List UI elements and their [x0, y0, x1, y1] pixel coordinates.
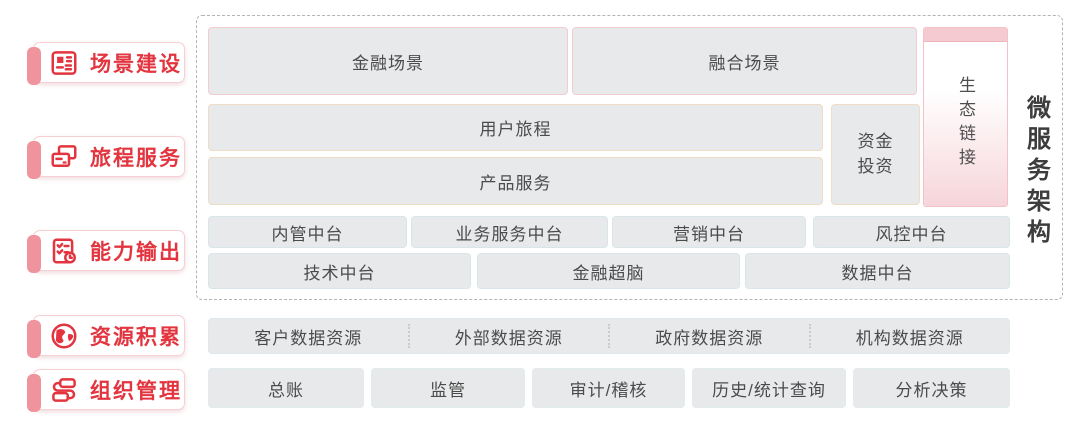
- box-history-statistics-query: 历史/统计查询: [692, 368, 846, 408]
- sidebar-item-label: 旅程服务: [90, 146, 182, 170]
- box-risk-control-platform: 风控中台: [813, 216, 1010, 248]
- globe-icon: [49, 321, 79, 351]
- cards-icon: [49, 142, 79, 172]
- eco-link-header-strip: [924, 28, 1007, 42]
- fund-investment-label: 资金投资: [857, 131, 894, 176]
- box-financial-scene: 金融场景: [208, 27, 568, 95]
- box-audit: 审计/稽核: [532, 368, 685, 408]
- box-fund-investment: 资金投资: [831, 104, 920, 205]
- segment-external-data: 外部数据资源: [454, 328, 563, 348]
- dotted-divider: [608, 324, 610, 348]
- sidebar-item-capability-output: 能力输出: [27, 230, 185, 273]
- box-internal-mgmt-platform: 内管中台: [208, 216, 407, 248]
- box-technology-platform: 技术中台: [208, 253, 471, 289]
- sidebar-item-label: 能力输出: [90, 240, 182, 264]
- box-financial-superbrain: 金融超脑: [477, 253, 740, 289]
- box-regulation: 监管: [371, 368, 525, 408]
- box-analysis-decision: 分析决策: [853, 368, 1010, 408]
- dashboard-grid-icon: [49, 48, 79, 78]
- sidebar-item-label: 资源积累: [90, 325, 182, 349]
- segment-government-data: 政府数据资源: [655, 328, 764, 348]
- sidebar-item-resource-accumulation: 资源积累: [27, 315, 185, 358]
- sidebar-item-organization-management: 组织管理: [27, 369, 185, 412]
- box-business-service-platform: 业务服务中台: [411, 216, 608, 248]
- sidebar-item-scene-building: 场景建设: [27, 42, 185, 85]
- box-marketing-platform: 营销中台: [612, 216, 806, 248]
- sidebar-item-label: 场景建设: [90, 52, 182, 76]
- data-resource-bar: 客户数据资源 外部数据资源 政府数据资源 机构数据资源: [208, 318, 1010, 354]
- sidebar-item-label: 组织管理: [90, 379, 182, 403]
- box-general-ledger: 总账: [208, 368, 364, 408]
- dotted-divider: [808, 324, 811, 348]
- org-flow-icon: [49, 375, 79, 405]
- box-eco-link: 生态链接: [923, 27, 1008, 207]
- sidebar-item-journey-service: 旅程服务: [27, 136, 185, 179]
- dotted-divider: [407, 324, 410, 348]
- box-fusion-scene: 融合场景: [572, 27, 917, 95]
- box-user-journey: 用户旅程: [208, 104, 823, 151]
- box-data-platform: 数据中台: [745, 253, 1010, 289]
- segment-customer-data: 客户数据资源: [254, 328, 363, 348]
- segment-institution-data: 机构数据资源: [855, 328, 964, 348]
- microservice-architecture-title: 微服务架构: [1022, 95, 1050, 250]
- eco-link-label: 生态链接: [924, 42, 1007, 206]
- checklist-clock-icon: [49, 236, 79, 266]
- box-product-service: 产品服务: [208, 157, 823, 205]
